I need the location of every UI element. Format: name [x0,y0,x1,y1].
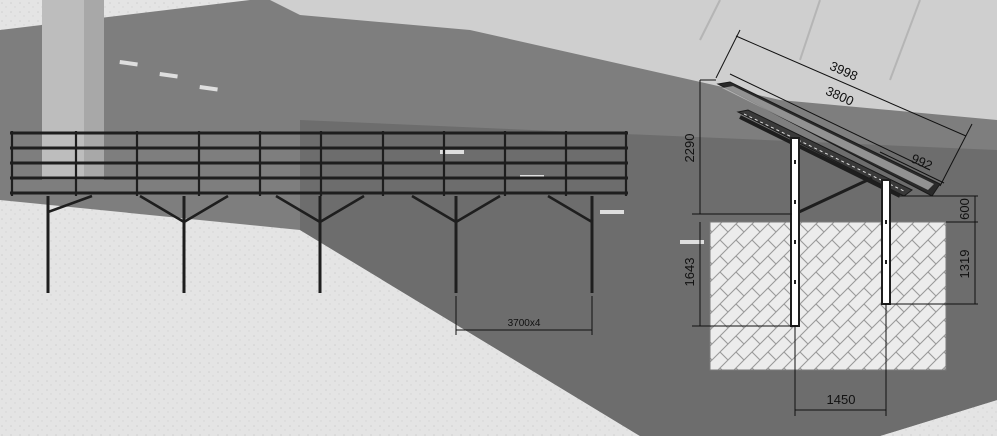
rear-post-side [881,179,891,305]
front-post-side [790,137,800,327]
dim-front-post-depth: 1643 [682,258,697,287]
front-view-rack [10,131,628,293]
rafter [739,115,901,198]
span-dimension-label: 3700x4 [508,318,541,329]
front-braces [46,194,594,228]
dim-low-edge-clearance: 600 [957,198,972,220]
soil-block [709,221,947,371]
dim-rear-post-depth: 1319 [957,250,972,279]
span-dimension [455,296,593,335]
dim-total-height: 2290 [682,134,697,163]
side-view [709,81,947,371]
panel-row-background [270,0,997,120]
dim-post-spacing: 1450 [827,392,856,407]
diagonal-brace [798,176,873,214]
side-dimension-lines [692,29,978,416]
module-frame-verticals [10,131,628,196]
inclined-rail [736,109,913,197]
panel-row-grid [699,0,921,81]
